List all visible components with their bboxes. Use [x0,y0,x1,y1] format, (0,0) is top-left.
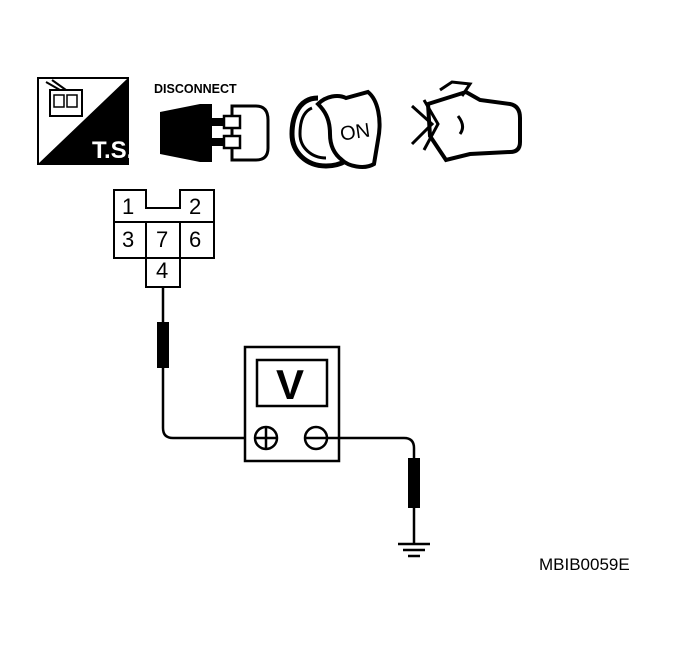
pin-7-label: 7 [156,227,168,252]
ts-label: T.S. [92,137,133,164]
engine-running-icon [410,80,522,163]
meter-display: V [276,361,304,408]
disconnect-icon: DISCONNECT [154,82,270,162]
positive-test-lead [157,287,262,440]
pin-2-label: 2 [189,194,201,219]
ground-icon [398,542,430,558]
pin-3-label: 3 [122,227,134,252]
pin-6-label: 6 [189,227,201,252]
connector-face: 1 2 3 7 6 4 [113,189,215,288]
disconnect-label: DISCONNECT [154,82,237,96]
pin-4-label: 4 [156,258,168,283]
ignition-on-label: ON [339,120,372,146]
ignition-key-icon: ON [289,89,382,169]
positive-terminal-icon [253,425,279,451]
pin-1-label: 1 [122,194,134,219]
ground-test-lead [327,436,420,543]
negative-terminal-icon [303,425,329,451]
figure-reference: MBIB0059E [539,555,630,574]
ts-icon: T.S. [37,77,133,165]
voltmeter: V [243,345,341,463]
